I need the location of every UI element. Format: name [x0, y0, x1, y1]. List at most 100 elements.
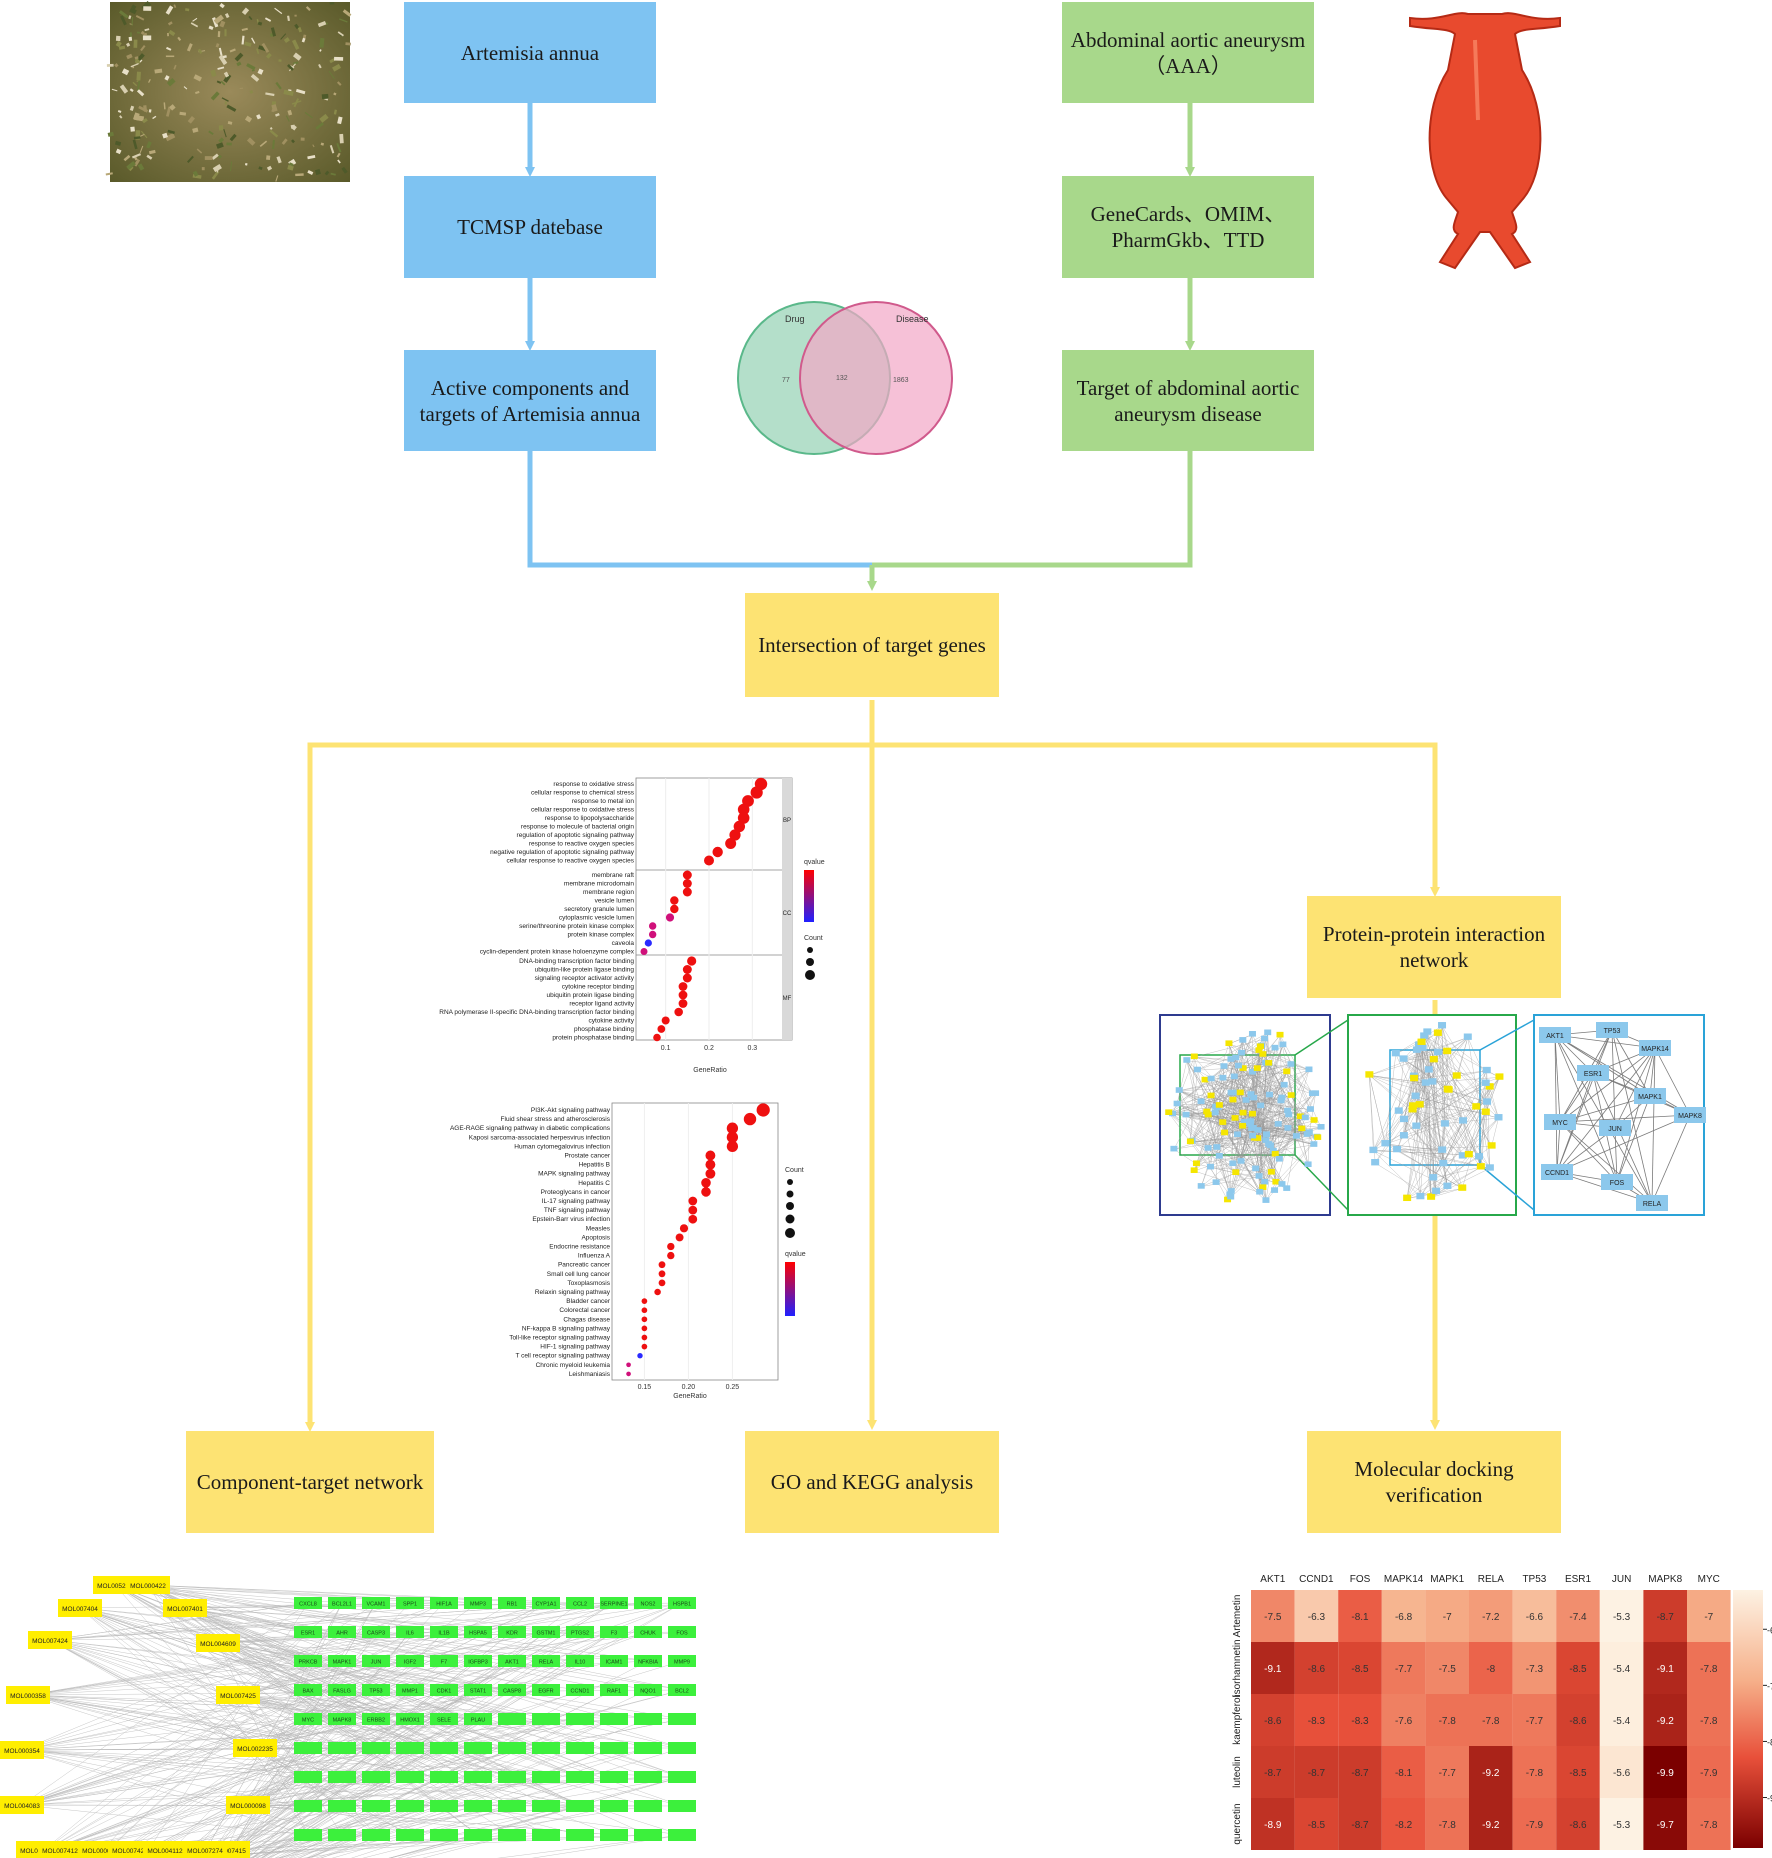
- kegg-term-label: Small cell lung cancer: [547, 1271, 611, 1278]
- kegg-dot: [688, 1196, 698, 1206]
- ppi-node: [1259, 1051, 1267, 1057]
- target-node: [498, 1655, 526, 1667]
- heatmap-column-label: JUN: [1612, 1574, 1631, 1585]
- heatmap-cell-value: -5.4: [1613, 1664, 1631, 1675]
- heatmap-cell-value: -8.6: [1569, 1820, 1587, 1831]
- heatmap-cell-value: -8.6: [1264, 1716, 1282, 1727]
- ppi-node: [1314, 1134, 1322, 1140]
- ppi-node: [1227, 1188, 1235, 1194]
- heatmap-cell: [1687, 1590, 1731, 1642]
- target-node: [498, 1684, 526, 1696]
- target-node: [464, 1597, 492, 1609]
- molecule-node-label: MOL007404: [62, 1606, 98, 1613]
- ppi-node: [1182, 1111, 1190, 1118]
- target-node: [600, 1597, 628, 1609]
- ppi-node: [1253, 1065, 1261, 1071]
- kegg-term-label: Proteoglycans in cancer: [541, 1189, 611, 1196]
- ppi-node: [1481, 1108, 1490, 1115]
- ppi-node: [1381, 1140, 1390, 1147]
- heatmap-cell: [1643, 1798, 1687, 1850]
- kegg-term-label: AGE-RAGE signaling pathway in diabetic c…: [450, 1125, 611, 1132]
- heatmap-cell-value: -5.3: [1613, 1612, 1631, 1623]
- heatmap-cell-value: -9.1: [1657, 1664, 1675, 1675]
- ppi-node: [1239, 1122, 1247, 1129]
- target-node: [634, 1597, 662, 1609]
- ppi-node: [1285, 1111, 1293, 1118]
- target-node-label: CCND1: [571, 1689, 590, 1695]
- ppi-node: [1365, 1071, 1374, 1078]
- ppi-node: [1227, 1056, 1235, 1062]
- target-node: [396, 1597, 424, 1609]
- heatmap-cell-value: -7: [1443, 1612, 1452, 1623]
- target-node: [430, 1626, 458, 1638]
- ppi-hub-label: FOS: [1610, 1180, 1625, 1187]
- target-node: [532, 1771, 560, 1783]
- kegg-term-label: Hepatitis B: [579, 1162, 610, 1169]
- heatmap-cell-value: -8.7: [1657, 1612, 1675, 1623]
- heatmap-cell-value: -7.4: [1569, 1612, 1587, 1623]
- target-node: [396, 1684, 424, 1696]
- ppi-node: [1221, 1129, 1229, 1136]
- ppi-node: [1438, 1146, 1447, 1153]
- ppi-node: [1279, 1041, 1287, 1048]
- ppi-node: [1305, 1129, 1313, 1135]
- target-node: [532, 1655, 560, 1667]
- ppi-hub-label: ESR1: [1584, 1071, 1602, 1078]
- target-node-label: NOS2: [641, 1602, 656, 1608]
- ppi-node: [1287, 1092, 1295, 1098]
- ppi-node: [1432, 1187, 1441, 1195]
- heatmap-cell-value: -6.6: [1526, 1612, 1544, 1623]
- ppi-node: [1207, 1092, 1215, 1099]
- venn-right-label: Disease: [896, 314, 929, 324]
- go-dot: [678, 999, 688, 1008]
- ppi-node: [1261, 1178, 1269, 1185]
- ppi-node: [1259, 1184, 1267, 1190]
- ppi-node: [1271, 1187, 1279, 1193]
- go-dot: [682, 887, 692, 897]
- molecule-node-label: MOL004609: [200, 1641, 236, 1648]
- colorbar-tick: -9: [1767, 1794, 1772, 1804]
- ppi-hub-label: JUN: [1608, 1126, 1622, 1133]
- molecule-node: [28, 1631, 72, 1649]
- heatmap-cell: [1687, 1694, 1731, 1746]
- heatmap-cell-value: -8.7: [1351, 1820, 1369, 1831]
- heatmap-cell: [1556, 1590, 1600, 1642]
- target-node-label: NFKBIA: [638, 1660, 658, 1666]
- ppi-node: [1277, 1097, 1285, 1104]
- ppi-network-panels: AKT1TP53MAPK14ESR1MAPK1MAPK8MYCJUNCCND1F…: [1159, 1014, 1706, 1216]
- venn-disease-circle: [799, 301, 953, 455]
- target-node-label: IL6: [406, 1631, 414, 1637]
- molecule-node-label: MOL000422: [130, 1583, 166, 1590]
- ppi-node: [1439, 1159, 1448, 1167]
- ppi-node: [1236, 1089, 1244, 1096]
- kegg-legend: Count qvalue: [785, 1167, 806, 1316]
- target-node: [634, 1626, 662, 1638]
- ppi-hub-node: [1539, 1027, 1571, 1043]
- ppi-node: [1190, 1053, 1198, 1060]
- target-node: [668, 1655, 696, 1667]
- heatmap-cell: [1512, 1694, 1557, 1746]
- kegg-term-label: Toxoplasmosis: [567, 1280, 610, 1287]
- target-node: [668, 1684, 696, 1696]
- target-node: [634, 1771, 662, 1783]
- colorbar-tick: -8: [1767, 1737, 1772, 1747]
- target-node: [396, 1655, 424, 1667]
- target-node: [498, 1771, 526, 1783]
- heatmap-cell-value: -7.8: [1482, 1716, 1500, 1727]
- target-node: [294, 1800, 322, 1812]
- heatmap-column-label: FOS: [1350, 1574, 1371, 1585]
- target-node: [464, 1742, 492, 1754]
- heatmap-cell: [1469, 1642, 1513, 1694]
- ppi-node: [1284, 1125, 1292, 1131]
- target-node: [634, 1742, 662, 1754]
- ppi-node: [1227, 1193, 1235, 1200]
- ppi-node: [1248, 1031, 1256, 1037]
- ppi-node: [1283, 1068, 1291, 1075]
- target-node: [600, 1742, 628, 1754]
- ppi-node: [1255, 1173, 1263, 1179]
- target-node: [396, 1626, 424, 1638]
- kegg-legend-count: Count: [785, 1167, 804, 1174]
- target-node: [464, 1626, 492, 1638]
- go-term-label: DNA-binding transcription factor binding: [519, 958, 634, 965]
